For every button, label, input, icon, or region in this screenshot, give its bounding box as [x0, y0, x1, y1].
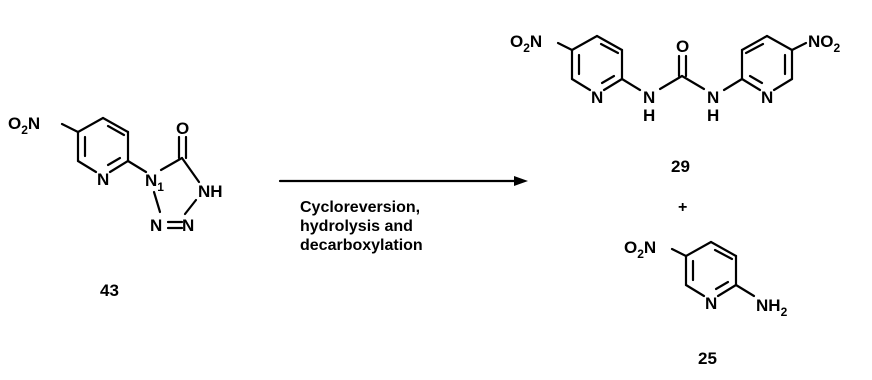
- arrow-head-icon: [514, 176, 528, 186]
- bond: [709, 240, 738, 258]
- condition-line: hydrolysis and: [300, 218, 413, 235]
- bond: [600, 74, 616, 85]
- urea-n-label: N: [643, 88, 655, 107]
- bond: [570, 77, 592, 92]
- pyridine-n-label: N: [591, 88, 603, 107]
- bond: [734, 283, 756, 298]
- bond: [159, 156, 184, 172]
- compound-25-structure: [670, 240, 756, 298]
- bond: [180, 156, 201, 184]
- o2-label: O2N: [510, 32, 542, 55]
- bond: [716, 283, 738, 298]
- bond: [658, 74, 684, 91]
- bond: [108, 159, 130, 174]
- o2-label: O2N: [624, 238, 656, 261]
- condition-line: decarboxylation: [300, 237, 423, 254]
- bond: [620, 77, 642, 92]
- carbonyl-o-label: O: [176, 119, 189, 138]
- compound-43-label: 43: [100, 281, 119, 300]
- bond: [740, 77, 762, 92]
- bond: [106, 124, 126, 137]
- bond: [713, 248, 734, 261]
- bond: [790, 41, 808, 52]
- compound-29-label: 29: [671, 157, 690, 176]
- bond: [152, 190, 162, 214]
- bond: [126, 159, 148, 174]
- bond: [714, 280, 730, 291]
- bond: [599, 42, 620, 55]
- urea-h-label: H: [707, 106, 719, 125]
- tetrazole-n1-label: N1: [145, 171, 164, 194]
- bond: [183, 198, 198, 216]
- compound-25-label: 25: [698, 349, 717, 368]
- urea-n-label: N: [707, 88, 719, 107]
- bond: [602, 77, 624, 92]
- pyridine-n-label: N: [705, 294, 717, 313]
- bond: [740, 34, 769, 52]
- pyridine-n-label: N: [761, 88, 773, 107]
- carbonyl-o-label: O: [676, 37, 689, 56]
- bond: [684, 283, 706, 298]
- bond: [101, 116, 130, 134]
- bond: [76, 116, 105, 134]
- bond: [744, 42, 765, 55]
- bond: [76, 159, 98, 174]
- bond: [772, 77, 794, 92]
- condition-line: Cycloreversion,: [300, 199, 420, 216]
- bond: [60, 122, 80, 134]
- bond: [765, 34, 794, 52]
- no2-label: NO2: [808, 32, 841, 55]
- o2-label: O2N: [8, 114, 40, 137]
- tetrazole-nh-label: NH: [198, 182, 223, 201]
- nh2-label: NH2: [756, 296, 788, 319]
- bond: [106, 156, 122, 167]
- tetrazole-n-label: N: [182, 216, 194, 235]
- tetrazole-n-label: N: [150, 216, 162, 235]
- urea-h-label: H: [643, 106, 655, 125]
- bond: [722, 77, 744, 92]
- bond: [680, 74, 706, 91]
- compound-43-structure: [60, 116, 201, 230]
- bond: [670, 247, 688, 258]
- plus-sign: +: [678, 199, 687, 216]
- bond: [556, 41, 574, 52]
- bond: [684, 240, 713, 258]
- bond: [748, 74, 764, 85]
- pyridine-n-label: N: [97, 170, 109, 189]
- compound-29-structure: [556, 34, 808, 92]
- bond: [595, 34, 624, 52]
- bond: [570, 34, 599, 52]
